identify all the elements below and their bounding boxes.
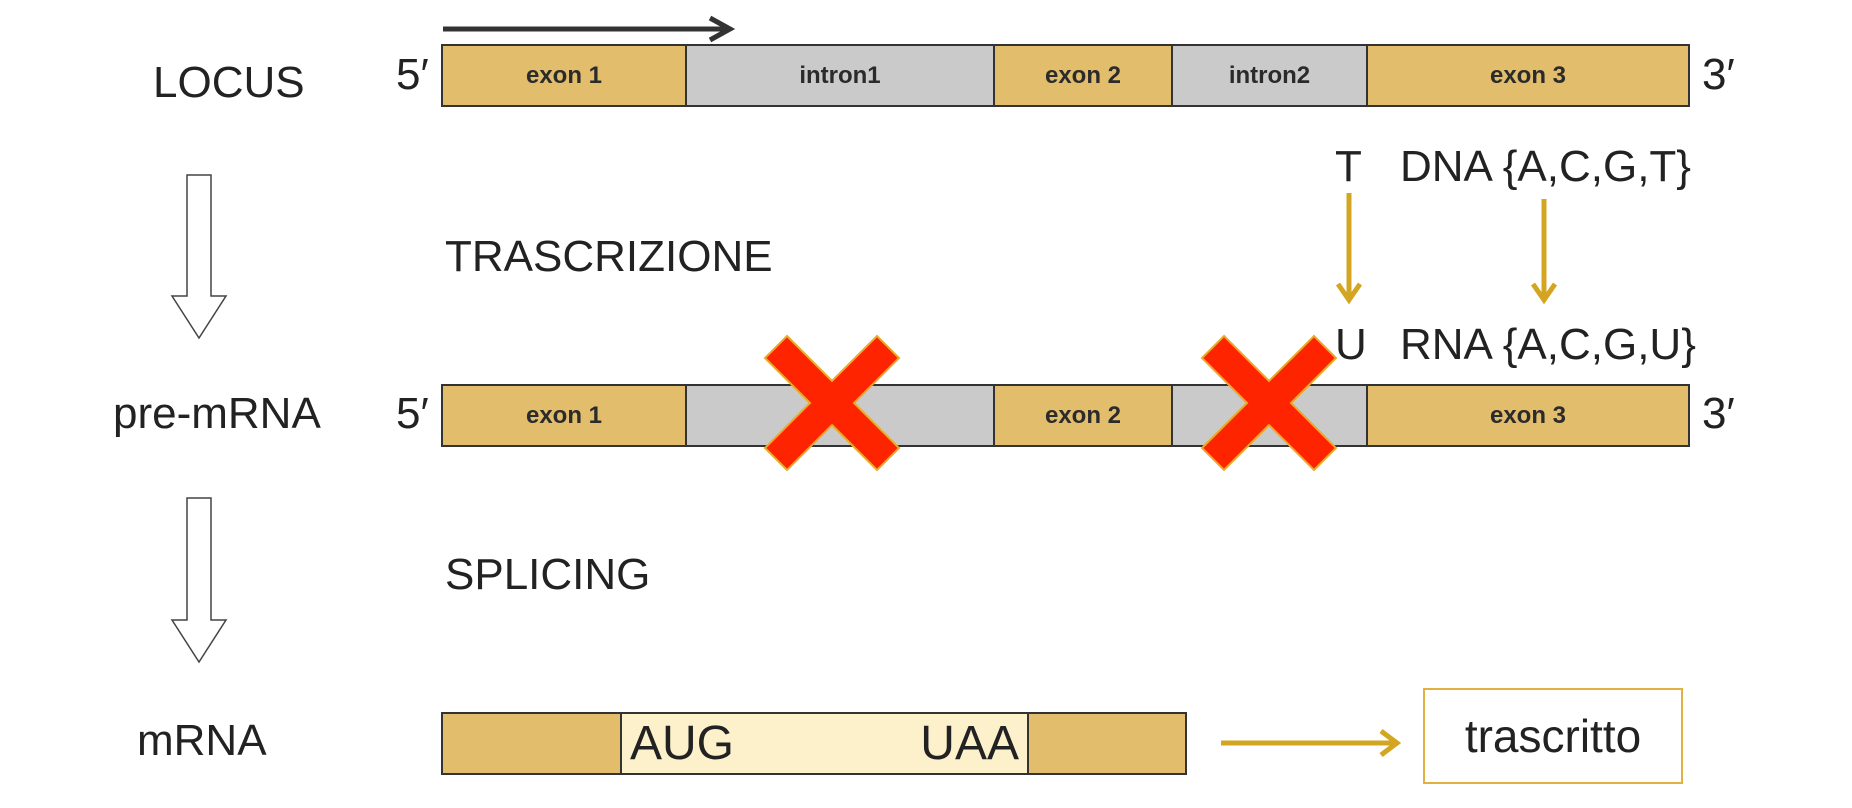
locus-three-prime-label: 3′	[1702, 50, 1735, 99]
mrna-5-utr	[443, 714, 622, 773]
locus-exon-2: exon 2	[995, 46, 1173, 105]
row-label-mrna: mRNA	[137, 716, 267, 765]
dna-to-rna-arrow	[1530, 199, 1558, 305]
row-label-locus: LOCUS	[153, 58, 305, 107]
remove-intron-1-cross-icon	[763, 334, 901, 472]
stop-codon: UAA	[920, 717, 1019, 770]
pre-mrna-exon-1: exon 1	[443, 386, 687, 445]
dna-alphabet: DNA {A,C,G,T}	[1400, 142, 1691, 191]
start-codon: AUG	[630, 717, 735, 770]
dna-base-t: T	[1335, 142, 1362, 191]
mrna-to-transcript-arrow	[1221, 729, 1402, 757]
pre-mrna-exon-3: exon 3	[1368, 386, 1688, 445]
mrna-3-utr	[1029, 714, 1185, 773]
pre-mrna-five-prime-label: 5′	[396, 389, 429, 438]
mrna-coding-region: AUG UAA	[622, 714, 1029, 773]
locus-exon-1: exon 1	[443, 46, 687, 105]
transcript-box: trascritto	[1423, 688, 1683, 784]
row-label-pre-mrna: pre-mRNA	[113, 389, 321, 438]
mrna-bar: AUG UAA	[441, 712, 1187, 775]
pre-mrna-exon-2: exon 2	[995, 386, 1173, 445]
locus-gene-bar: exon 1 intron1 exon 2 intron2 exon 3	[441, 44, 1690, 107]
transcription-direction-arrow	[443, 15, 736, 43]
flow-arrow-down-1	[170, 174, 228, 340]
rna-base-u: U	[1335, 320, 1367, 369]
locus-exon-3: exon 3	[1368, 46, 1688, 105]
locus-five-prime-label: 5′	[396, 50, 429, 99]
locus-intron-2: intron2	[1173, 46, 1368, 105]
locus-intron-1: intron1	[687, 46, 995, 105]
pre-mrna-bar: exon 1 exon 2 exon 3	[441, 384, 1690, 447]
pre-mrna-three-prime-label: 3′	[1702, 389, 1735, 438]
transcript-label: trascritto	[1464, 710, 1642, 762]
t-to-u-arrow	[1335, 193, 1363, 305]
rna-alphabet: RNA {A,C,G,U}	[1400, 320, 1696, 369]
step-label-transcription: TRASCRIZIONE	[445, 232, 773, 281]
remove-intron-2-cross-icon	[1200, 334, 1338, 472]
step-label-splicing: SPLICING	[445, 550, 651, 599]
flow-arrow-down-2	[170, 497, 228, 664]
